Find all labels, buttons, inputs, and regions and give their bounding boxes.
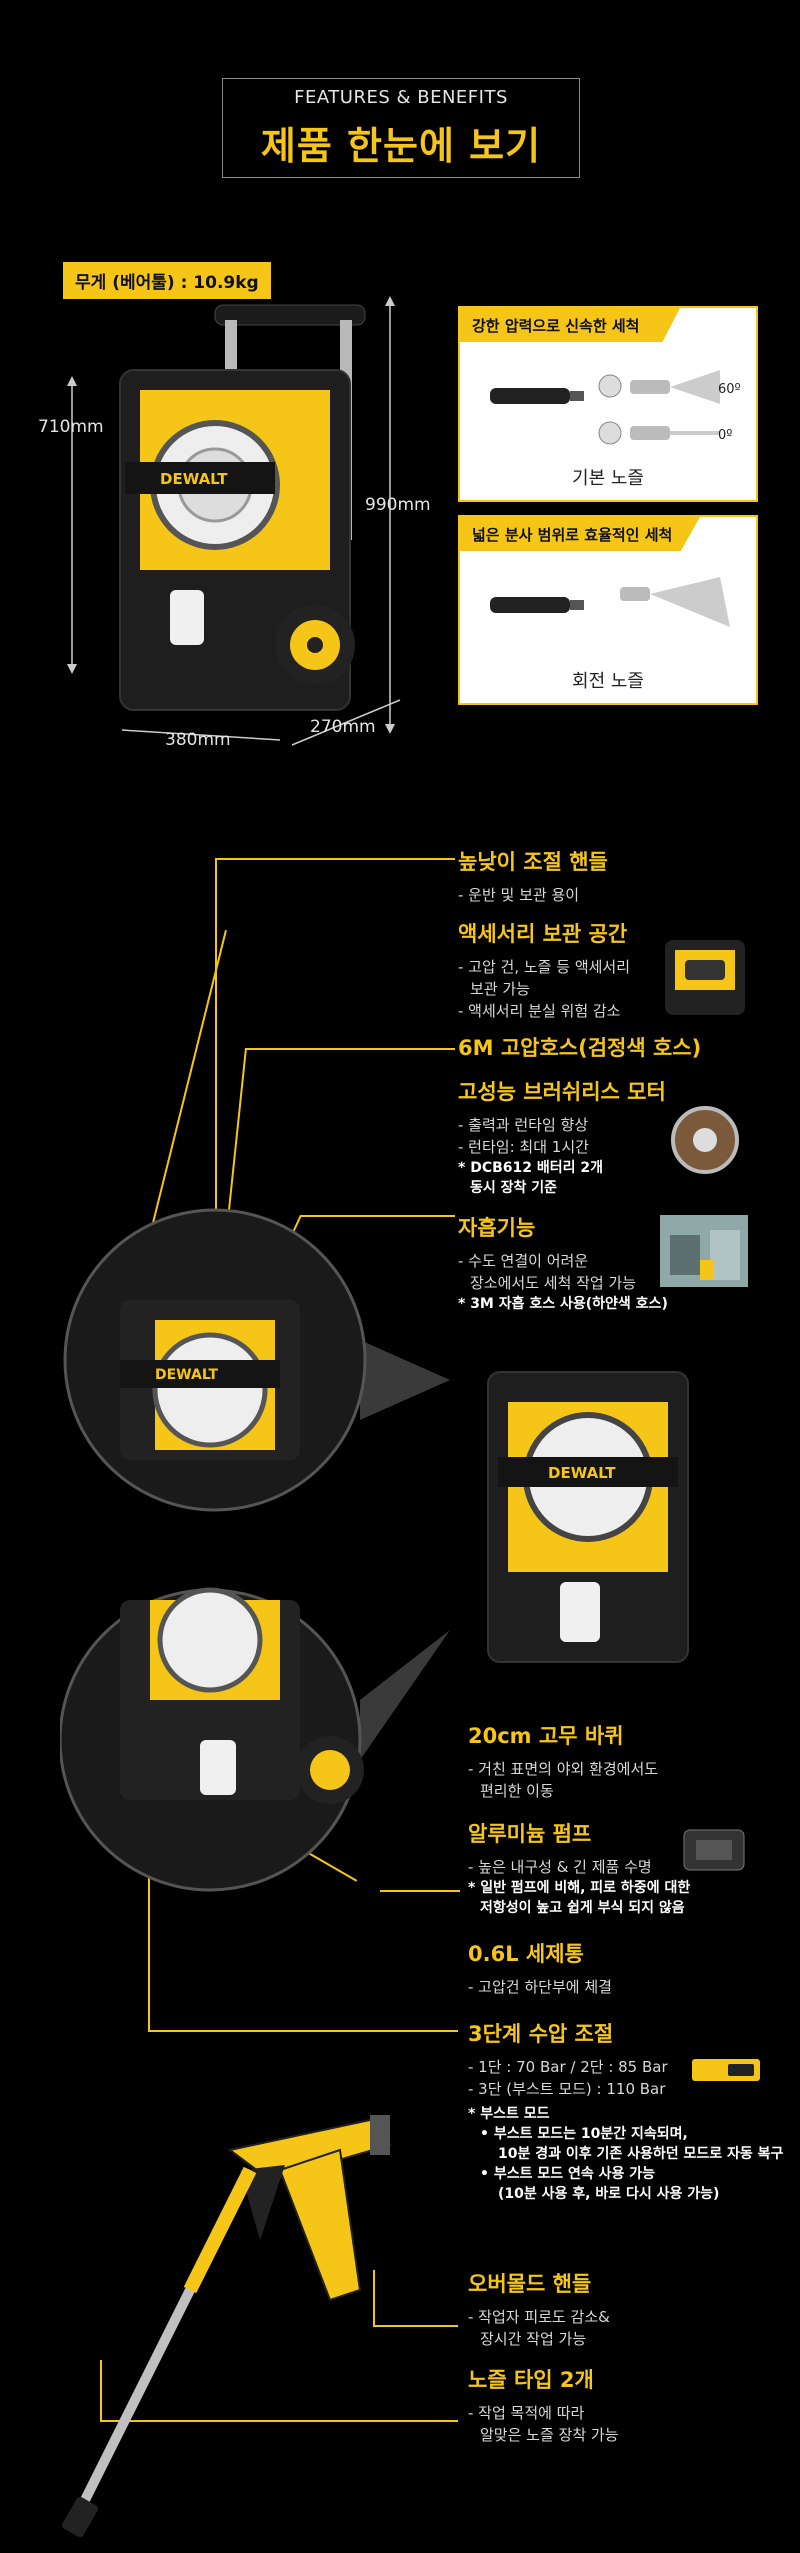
feature-note: 저항성이 높고 쉽게 부식 되지 않음	[480, 1900, 685, 1916]
leader-line	[215, 858, 455, 860]
feature-desc: - 런타임: 최대 1시간	[458, 1138, 589, 1156]
angle-label-60: 60º	[718, 382, 741, 397]
leader-line	[148, 2030, 458, 2032]
feature-title: 3단계 수압 조절	[468, 2022, 614, 2046]
dim-height-handle: 990mm	[365, 495, 431, 515]
angle-label-0: 0º	[718, 428, 733, 443]
feature-note: * DCB612 배터리 2개	[458, 1160, 603, 1176]
nozzle-panel-caption: 기본 노즐	[572, 468, 644, 489]
feature-note: * 부스트 모드	[468, 2106, 550, 2122]
feature-detergent-tank: 0.6L 세제통 - 고압건 하단부에 체결	[468, 1938, 768, 1998]
feature-note: (10분 사용 후, 바로 다시 사용 가능)	[498, 2186, 720, 2202]
nozzle-panel-rotary: 넓은 분사 범위로 효율적인 세척 회전 노즐	[458, 515, 758, 705]
feature-title: 0.6L 세제통	[468, 1942, 584, 1966]
feature-title: 노즐 타입 2개	[468, 2368, 594, 2392]
nozzle-panel-title: 강한 압력으로 신속한 세척	[460, 308, 680, 342]
feature-title: 높낮이 조절 핸들	[458, 850, 608, 874]
accessory-storage-photo	[665, 940, 745, 1015]
feature-nozzle-types: 노즐 타입 2개 - 작업 목적에 따라 알맞은 노즐 장착 가능	[468, 2364, 768, 2446]
feature-desc: 장소에서도 세척 작업 가능	[470, 1274, 637, 1292]
leader-line	[148, 1780, 150, 2030]
weight-badge: 무게 (베어툴) : 10.9kg	[63, 262, 271, 299]
leader-line	[373, 2270, 375, 2325]
feature-desc: - 작업자 피로도 감소&	[468, 2308, 610, 2326]
motor-photo	[671, 1106, 739, 1174]
feature-desc: - 3단 (부스트 모드) : 110 Bar	[468, 2080, 666, 2098]
feature-title: 6M 고압호스(검정색 호스)	[458, 1036, 702, 1060]
feature-desc: 보관 가능	[470, 980, 530, 998]
dim-width: 380mm	[165, 730, 231, 750]
feature-note: • 부스트 모드 연속 사용 가능	[480, 2166, 655, 2182]
feature-brushless-motor: 고성능 브러쉬리스 모터 - 출력과 런타임 향상 - 런타임: 최대 1시간 …	[458, 1076, 688, 1198]
feature-desc: - 운반 및 보관 용이	[458, 886, 580, 904]
feature-title: 20cm 고무 바퀴	[468, 1724, 624, 1748]
front-view-illustration: DEWALT	[487, 1371, 689, 1663]
feature-desc: - 액세서리 분실 위험 감소	[458, 1002, 621, 1020]
feature-title: 액세서리 보관 공간	[458, 922, 628, 946]
nozzle-panel-basic: 강한 압력으로 신속한 세척 60º 0º 기본 노즐	[458, 306, 758, 502]
feature-rubber-wheel: 20cm 고무 바퀴 - 거친 표면의 야외 환경에서도 편리한 이동	[468, 1720, 768, 1802]
feature-desc: - 고압건 하단부에 체결	[468, 1978, 612, 1996]
leader-line	[100, 2360, 102, 2420]
basic-nozzle-illustration	[490, 370, 720, 445]
feature-desc: - 고압 건, 노즐 등 액세서리	[458, 958, 631, 976]
feature-accessory-storage: 액세서리 보관 공간 - 고압 건, 노즐 등 액세서리 보관 가능 - 액세서…	[458, 918, 688, 1022]
nozzle-panel-title: 넓은 분사 범위로 효율적인 세척	[460, 517, 700, 551]
feature-desc: - 높은 내구성 & 긴 제품 수명	[468, 1858, 652, 1876]
feature-overmold-handle: 오버몰드 핸들 - 작업자 피로도 감소& 장시간 작업 가능	[468, 2268, 768, 2350]
feature-desc: 편리한 이동	[480, 1782, 554, 1800]
leader-line	[215, 858, 217, 1298]
feature-desc: - 출력과 런타임 향상	[458, 1116, 589, 1134]
dim-depth: 270mm	[310, 717, 376, 737]
feature-desc: 장시간 작업 가능	[480, 2330, 587, 2348]
leader-line	[373, 2325, 458, 2327]
feature-pressure-control: 3단계 수압 조절 - 1단 : 70 Bar / 2단 : 85 Bar - …	[468, 2018, 788, 2204]
zoom-illustration: DEWALT	[60, 1208, 450, 1892]
pump-photo	[683, 1829, 745, 1871]
feature-note: • 부스트 모드는 10분간 지속되며,	[480, 2126, 688, 2142]
svg-text:DEWALT: DEWALT	[548, 1464, 616, 1482]
self-priming-photo	[660, 1215, 748, 1287]
leader-line	[380, 1890, 460, 1892]
feature-desc: - 수도 연결이 어려운	[458, 1252, 589, 1270]
feature-title: 오버몰드 핸들	[468, 2272, 592, 2296]
feature-note: * 일반 펌프에 비해, 피로 하중에 대한	[468, 1880, 691, 1896]
dim-height-body: 710mm	[38, 417, 104, 437]
feature-height-handle: 높낮이 조절 핸들 - 운반 및 보관 용이	[458, 846, 778, 906]
boost-indicator-graphic	[692, 2059, 760, 2081]
spray-gun-illustration	[62, 2115, 392, 2538]
feature-desc: - 거친 표면의 야외 환경에서도	[468, 1760, 659, 1778]
feature-title: 알루미늄 펌프	[468, 1822, 592, 1846]
nozzle-panel-caption: 회전 노즐	[572, 671, 644, 692]
feature-note: 10분 경과 이후 기존 사용하던 모드로 자동 복구	[498, 2146, 784, 2162]
feature-desc: - 작업 목적에 따라	[468, 2404, 585, 2422]
feature-title: 자흡기능	[458, 1216, 536, 1240]
brand-logo: DEWALT	[160, 470, 228, 488]
feature-self-priming: 자흡기능 - 수도 연결이 어려운 장소에서도 세척 작업 가능 * 3M 자흡…	[458, 1212, 688, 1314]
feature-desc: 알맞은 노즐 장착 가능	[480, 2426, 619, 2444]
leader-line	[245, 1048, 455, 1050]
title-box: FEATURES & BENEFITS 제품 한눈에 보기	[222, 78, 580, 178]
section-subtitle: FEATURES & BENEFITS	[294, 87, 508, 108]
feature-aluminum-pump: 알루미늄 펌프 - 높은 내구성 & 긴 제품 수명 * 일반 펌프에 비해, …	[468, 1818, 728, 1918]
feature-title: 고성능 브러쉬리스 모터	[458, 1080, 666, 1104]
leader-line	[300, 1215, 455, 1217]
feature-desc: - 1단 : 70 Bar / 2단 : 85 Bar	[468, 2058, 668, 2076]
feature-note: * 3M 자흡 호스 사용(하얀색 호스)	[458, 1296, 668, 1312]
product-dimension-illustration: DEWALT	[67, 296, 401, 746]
rotary-nozzle-illustration	[490, 577, 730, 627]
feature-hose: 6M 고압호스(검정색 호스)	[458, 1032, 778, 1062]
svg-text:DEWALT: DEWALT	[155, 1367, 218, 1383]
section-title: 제품 한눈에 보기	[260, 124, 542, 168]
leader-line	[100, 2420, 458, 2422]
feature-note: 동시 장착 기준	[470, 1180, 558, 1196]
